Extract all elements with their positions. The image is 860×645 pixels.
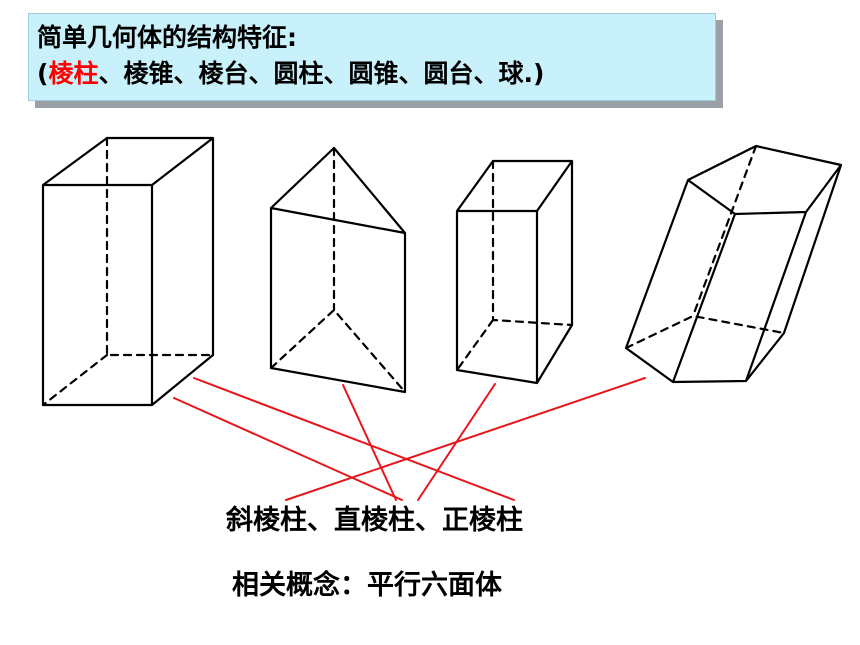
- quad-prism-hidden-edges: [455, 159, 574, 372]
- title-highlight-prism: 棱柱: [48, 59, 99, 88]
- shape-quad-prism: [455, 159, 574, 385]
- tri-prism-visible-edges: [269, 146, 407, 394]
- title-line-1: 简单几何体的结构特征:: [37, 23, 297, 52]
- connector-quad-prism-to-right: [417, 383, 496, 501]
- shape-triangular-prism: [269, 146, 407, 394]
- quad-prism-visible-edges: [455, 159, 574, 385]
- tri-prism-hidden-edges: [269, 146, 407, 394]
- title-line-2: (棱柱、棱锥、棱台、圆柱、圆锥、圆台、球.): [37, 56, 715, 92]
- shape-oblique-pentagonal-prism: [624, 144, 843, 384]
- shape-rectangular-prism: [41, 136, 215, 407]
- prism-types-caption: 斜棱柱、直棱柱、正棱柱: [226, 505, 523, 536]
- connector-tri-prism-to-right: [342, 384, 397, 501]
- title-open-paren: (: [37, 59, 49, 88]
- rect-prism-hidden-edges: [41, 136, 215, 407]
- rect-prism-visible-edges: [41, 136, 215, 407]
- connector-lines: [173, 377, 646, 501]
- oblique-prism-visible-edges: [624, 144, 843, 384]
- title-shape-list: 、棱锥、棱台、圆柱、圆锥、圆台、球.): [98, 59, 545, 88]
- title-box: 简单几何体的结构特征: (棱柱、棱锥、棱台、圆柱、圆锥、圆台、球.): [28, 13, 716, 101]
- related-concept-caption: 相关概念：平行六面体: [232, 570, 502, 601]
- oblique-prism-hidden-edges: [624, 144, 786, 350]
- connector-rect-prism-to-right: [173, 397, 403, 501]
- connector-rect-prism-to-regular: [193, 377, 515, 501]
- connector-oblique-prism-to-oblique: [285, 377, 646, 501]
